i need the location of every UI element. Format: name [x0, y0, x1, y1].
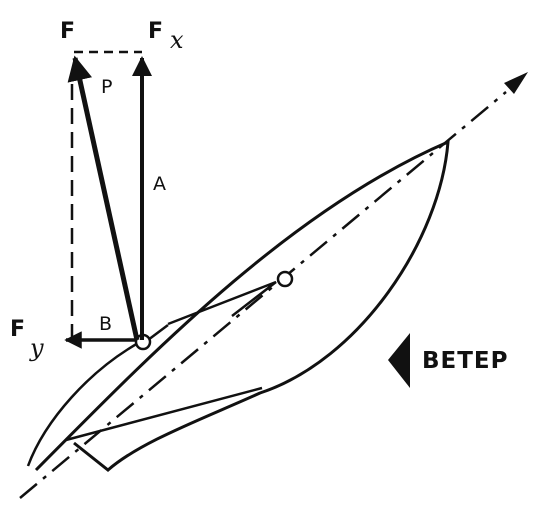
label-f: F — [60, 19, 75, 44]
label-a: A — [153, 173, 166, 195]
clew-circle — [276, 270, 294, 288]
sheet-line — [167, 280, 277, 326]
wind-label: ВЕТЕР — [422, 348, 509, 374]
sail-outline — [26, 340, 141, 467]
label-p: P — [101, 76, 112, 98]
stern-line — [65, 386, 263, 442]
wind-arrow-icon — [388, 333, 410, 388]
label-fy: F — [10, 317, 25, 342]
hull-outline — [34, 139, 450, 472]
label-fx: F — [148, 19, 163, 44]
boom-line — [147, 324, 169, 341]
label-b: B — [99, 313, 112, 335]
hull-axis-line — [19, 91, 507, 499]
label-fx-sub: x — [170, 26, 184, 54]
label-fy-sub: y — [29, 334, 44, 362]
axis-arrowhead — [504, 72, 528, 94]
force-p-arrow — [67, 55, 140, 341]
